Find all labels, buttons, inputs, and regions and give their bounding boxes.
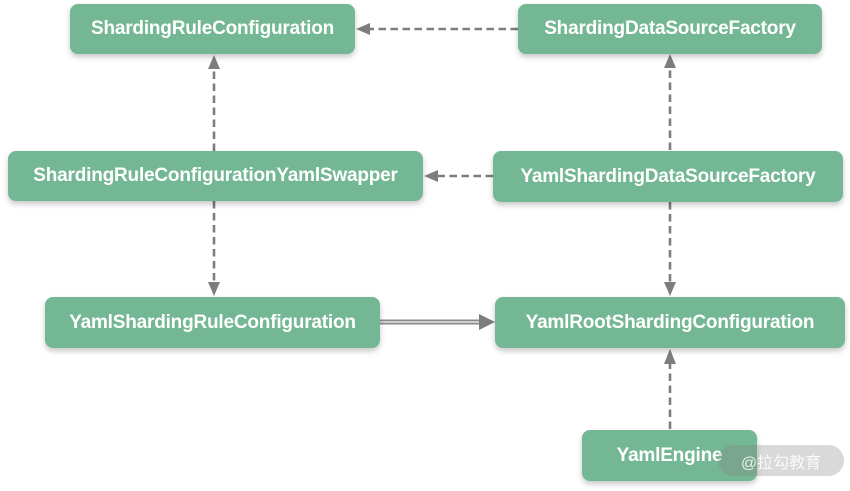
node-label: ShardingRuleConfiguration: [90, 18, 335, 39]
node-yaml-engine: YamlEngine: [582, 430, 757, 481]
node-yaml-sharding-data-source-factory: YamlShardingDataSourceFactory: [493, 151, 843, 202]
edge-yamldatasourcefactory-to-swapper: [424, 170, 493, 182]
node-sharding-rule-configuration: ShardingRuleConfiguration: [70, 4, 355, 54]
edge-swapper-to-yamlruleconfiguration: [208, 201, 220, 296]
edge-yamlruleconfiguration-to-rootconfiguration: [380, 314, 495, 330]
node-label: YamlEngine: [616, 444, 723, 466]
edge-yamldatasourcefactory-to-datasourcefactory: [664, 54, 676, 150]
edge-datasourcefactory-to-ruleconfiguration: [356, 23, 518, 35]
node-label: YamlShardingDataSourceFactory: [520, 165, 816, 187]
watermark-badge: @拉勾教育: [718, 445, 844, 476]
node-label: ShardingDataSourceFactory: [544, 18, 796, 39]
edge-yamldatasourcefactory-to-rootconfiguration: [664, 202, 676, 296]
node-sharding-rule-configuration-yaml-swapper: ShardingRuleConfigurationYamlSwapper: [8, 151, 423, 201]
node-label: YamlRootShardingConfiguration: [525, 311, 815, 333]
node-yaml-sharding-rule-configuration: YamlShardingRuleConfiguration: [45, 297, 380, 348]
watermark-label: @拉勾教育: [740, 454, 822, 472]
edge-yamlengine-to-rootconfiguration: [664, 349, 676, 429]
edge-swapper-to-ruleconfiguration: [208, 55, 220, 151]
node-yaml-root-sharding-configuration: YamlRootShardingConfiguration: [495, 297, 845, 348]
node-sharding-data-source-factory: ShardingDataSourceFactory: [518, 4, 822, 54]
node-label: YamlShardingRuleConfiguration: [69, 311, 356, 333]
node-label: ShardingRuleConfigurationYamlSwapper: [33, 165, 398, 186]
